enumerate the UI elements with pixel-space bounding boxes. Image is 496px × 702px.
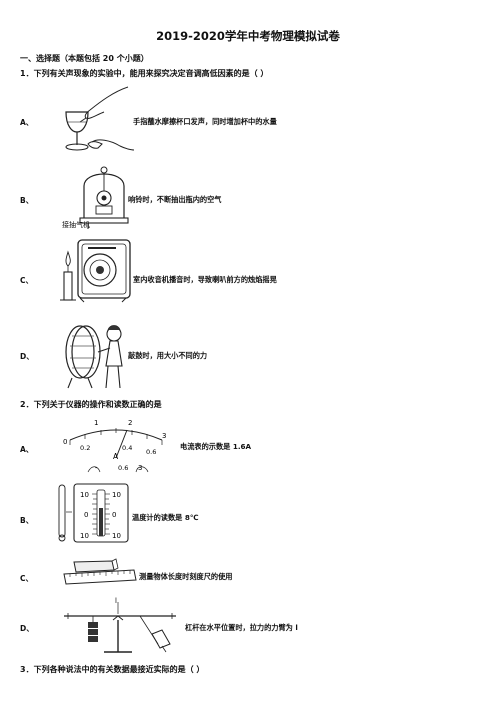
ammeter-top-tick-0: 0 [63,438,67,446]
question-1-stem: 1．下列有关声现象的实验中，能用来探究决定音调高低因素的是（ ） [20,69,269,78]
glass-rubbing-figure [65,86,135,151]
q1-option-b-label: B、 [20,196,34,205]
radio-candle-figure [60,239,131,303]
q2-option-d-text: 杠杆在水平位置时，拉力的力臂为 l [185,623,298,632]
thermometer-figure: 10 10 0 0 10 10 [58,483,129,543]
q1-option-c-label: C、 [20,276,34,285]
bell-jar-figure [79,166,129,229]
question-2-stem: 2．下列关于仪器的操作和读数正确的是 [20,400,162,409]
lever-figure: l [64,597,176,653]
q1-option-d-label: D、 [20,352,34,361]
ruler-figure [63,558,137,585]
q2-option-c-text: 测量物体长度时刻度尺的使用 [139,572,233,581]
drum-figure [65,325,123,389]
q1-option-a-label: A、 [20,118,34,127]
q2-option-b-text: 温度计的读数是 8℃ [132,513,199,522]
ammeter-terminal-3: 3 [138,464,142,472]
page-title: 2019-2020学年中考物理模拟试卷 [156,29,340,43]
ammeter-terminal-06: 0.6 [118,464,128,472]
q1-option-b-text: 响铃时，不断抽出瓶内的空气 [128,195,222,204]
thermo-label-1: 10 [80,491,89,499]
ammeter-top-tick-3: 3 [162,432,166,440]
q1-option-d-text: 敲鼓时，用大小不同的力 [128,351,208,360]
section-heading: 一、选择题（本题包括 20 个小题） [20,54,149,63]
q2-option-a-label: A、 [20,445,34,454]
q2-option-b-label: B、 [20,516,34,525]
thermo-label-4: 0 [112,511,116,519]
ammeter-figure: 0 1 2 3 0.2 0.4 0.6 A - 0.6 3 [63,419,166,473]
lever-arm-label: l [115,597,117,605]
vacuum-pump-label: 接抽气机 [62,221,90,229]
ammeter-bottom-tick-2: 0.4 [122,444,132,452]
ammeter-terminal-neg: - [95,464,98,472]
thermo-label-2: 10 [112,491,121,499]
ammeter-bottom-tick-1: 0.2 [80,444,90,452]
ammeter-top-tick-1: 1 [94,419,98,427]
q2-option-c-label: C、 [20,574,34,583]
ammeter-bottom-tick-3: 0.6 [146,448,156,456]
ammeter-needle [115,429,128,459]
q1-option-c-text: 室内收音机播音时，导致喇叭前方的烛焰摇晃 [133,275,277,284]
ammeter-top-tick-2: 2 [128,419,132,427]
thermo-label-5: 10 [80,532,89,540]
thermo-label-3: 0 [84,511,88,519]
thermo-label-6: 10 [112,532,121,540]
q2-option-d-label: D、 [20,624,34,633]
q1-option-a-text: 手指蘸水摩擦杯口发声，同时增加杯中的水量 [133,117,277,126]
q2-option-a-text: 电流表的示数是 1.6A [180,442,252,451]
question-3-stem: 3．下列各种说法中的有关数据最接近实际的是（ ） [20,665,205,674]
ammeter-unit: A [113,452,119,461]
